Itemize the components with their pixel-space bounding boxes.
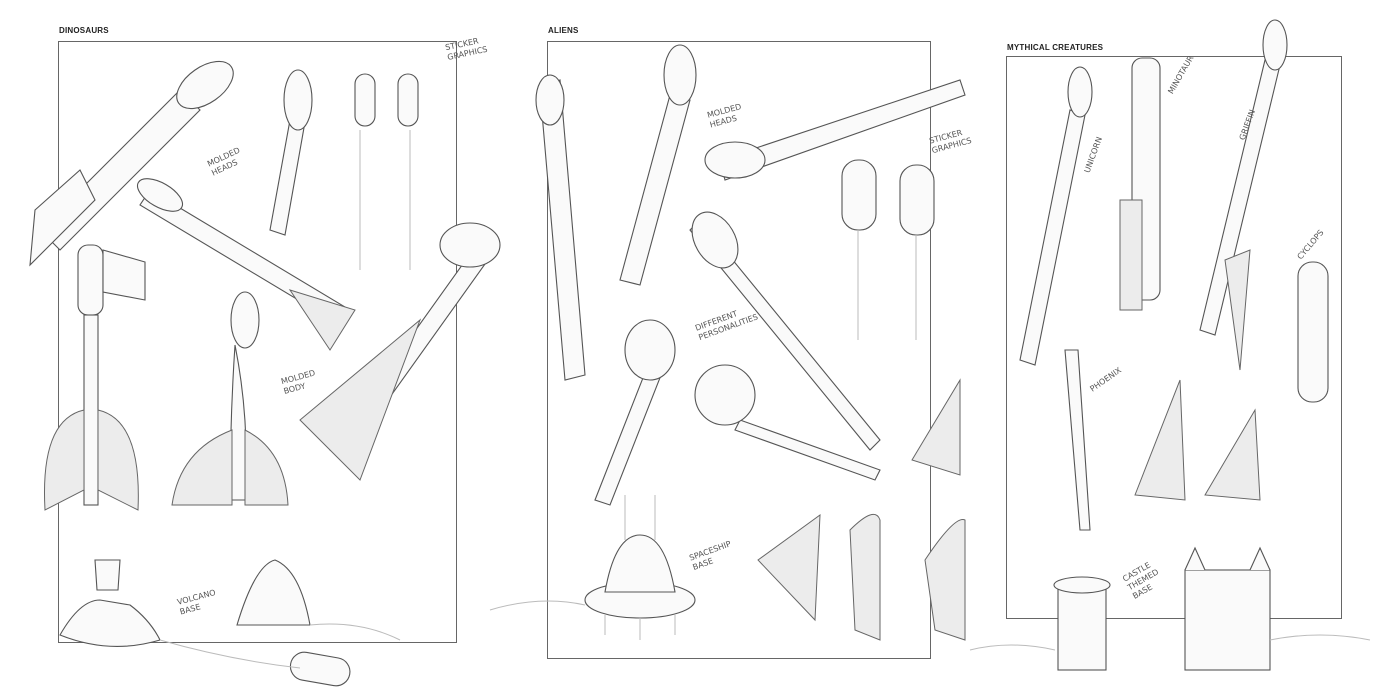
volcano-base: [59, 559, 401, 687]
dino-rocket-head-2: [269, 69, 313, 236]
dino-rocket-flag: [44, 244, 146, 511]
alien-rockets: [535, 44, 966, 641]
section-title-dinosaurs: DINOSAURS: [58, 26, 110, 35]
dino-rocket-trex: [29, 60, 234, 267]
dinosaurs-frame: [58, 41, 457, 643]
section-title-aliens: ALIENS: [547, 26, 580, 35]
mythical-rockets: [1019, 19, 1329, 531]
aliens-frame: [547, 41, 931, 659]
dino-rocket-triceratops: [299, 222, 501, 481]
mythical-frame: [1006, 56, 1342, 619]
dino-rocket-molded-body: [171, 291, 289, 506]
section-title-mythical-creatures: MYTHICAL CREATURES: [1006, 43, 1105, 52]
castle-base: [969, 546, 1371, 671]
dino-sticker-caps: [354, 73, 419, 270]
dino-rocket-long-neck: [136, 178, 356, 351]
spaceship-base: [489, 495, 696, 640]
